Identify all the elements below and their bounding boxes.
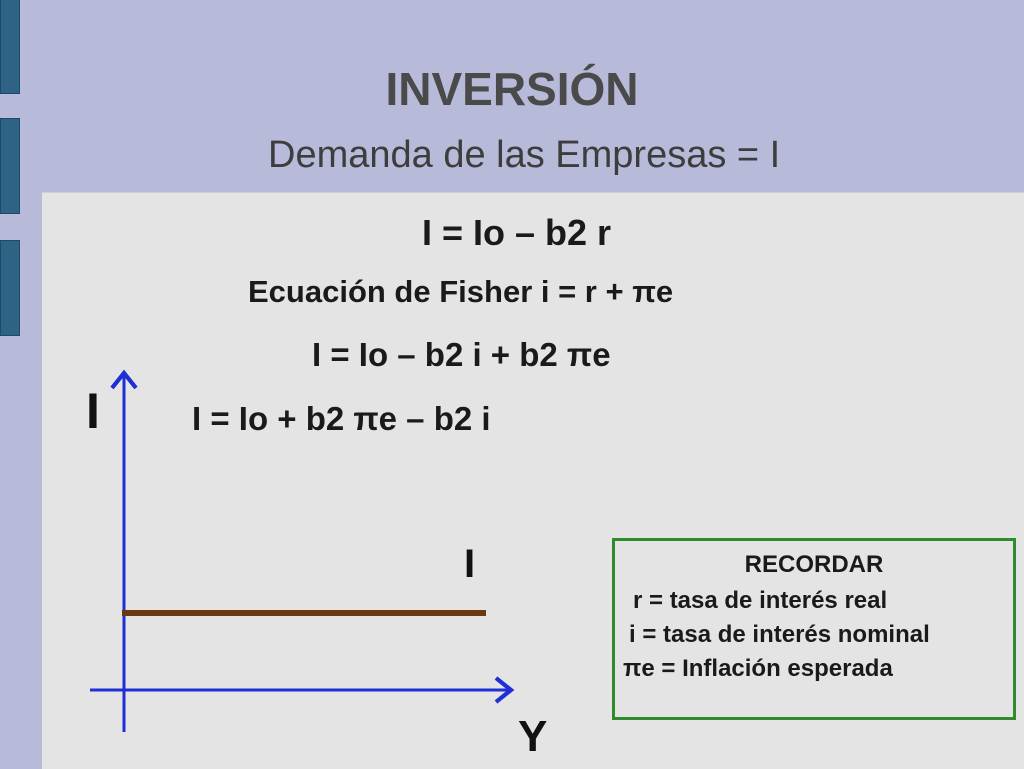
equation-fisher: Ecuación de Fisher i = r + πe xyxy=(248,274,674,309)
side-tab-top xyxy=(0,0,20,94)
investment-line-label: I xyxy=(464,542,476,586)
recordar-item-real-rate: r = tasa de interés real xyxy=(633,587,888,614)
equation-substituted: I = Io – b2 i + b2 πe xyxy=(312,336,611,373)
recordar-title: RECORDAR xyxy=(744,551,884,578)
equation-investment: I = Io – b2 r xyxy=(422,212,612,253)
side-tab-bottom xyxy=(0,240,20,336)
slide-subtitle: Demanda de las Empresas = I xyxy=(268,134,781,176)
equation-rearranged: I = Io + b2 πe – b2 i xyxy=(192,400,491,437)
y-axis-label: I xyxy=(86,383,100,439)
slide-title: INVERSIÓN xyxy=(385,63,639,115)
side-tab-middle xyxy=(0,118,20,214)
x-axis-label: Y xyxy=(518,712,548,761)
recordar-item-nominal-rate: i = tasa de interés nominal xyxy=(629,621,930,648)
recordar-box: RECORDAR r = tasa de interés real i = ta… xyxy=(612,538,1016,720)
recordar-item-expected-inflation: πe = Inflación esperada xyxy=(623,655,893,682)
